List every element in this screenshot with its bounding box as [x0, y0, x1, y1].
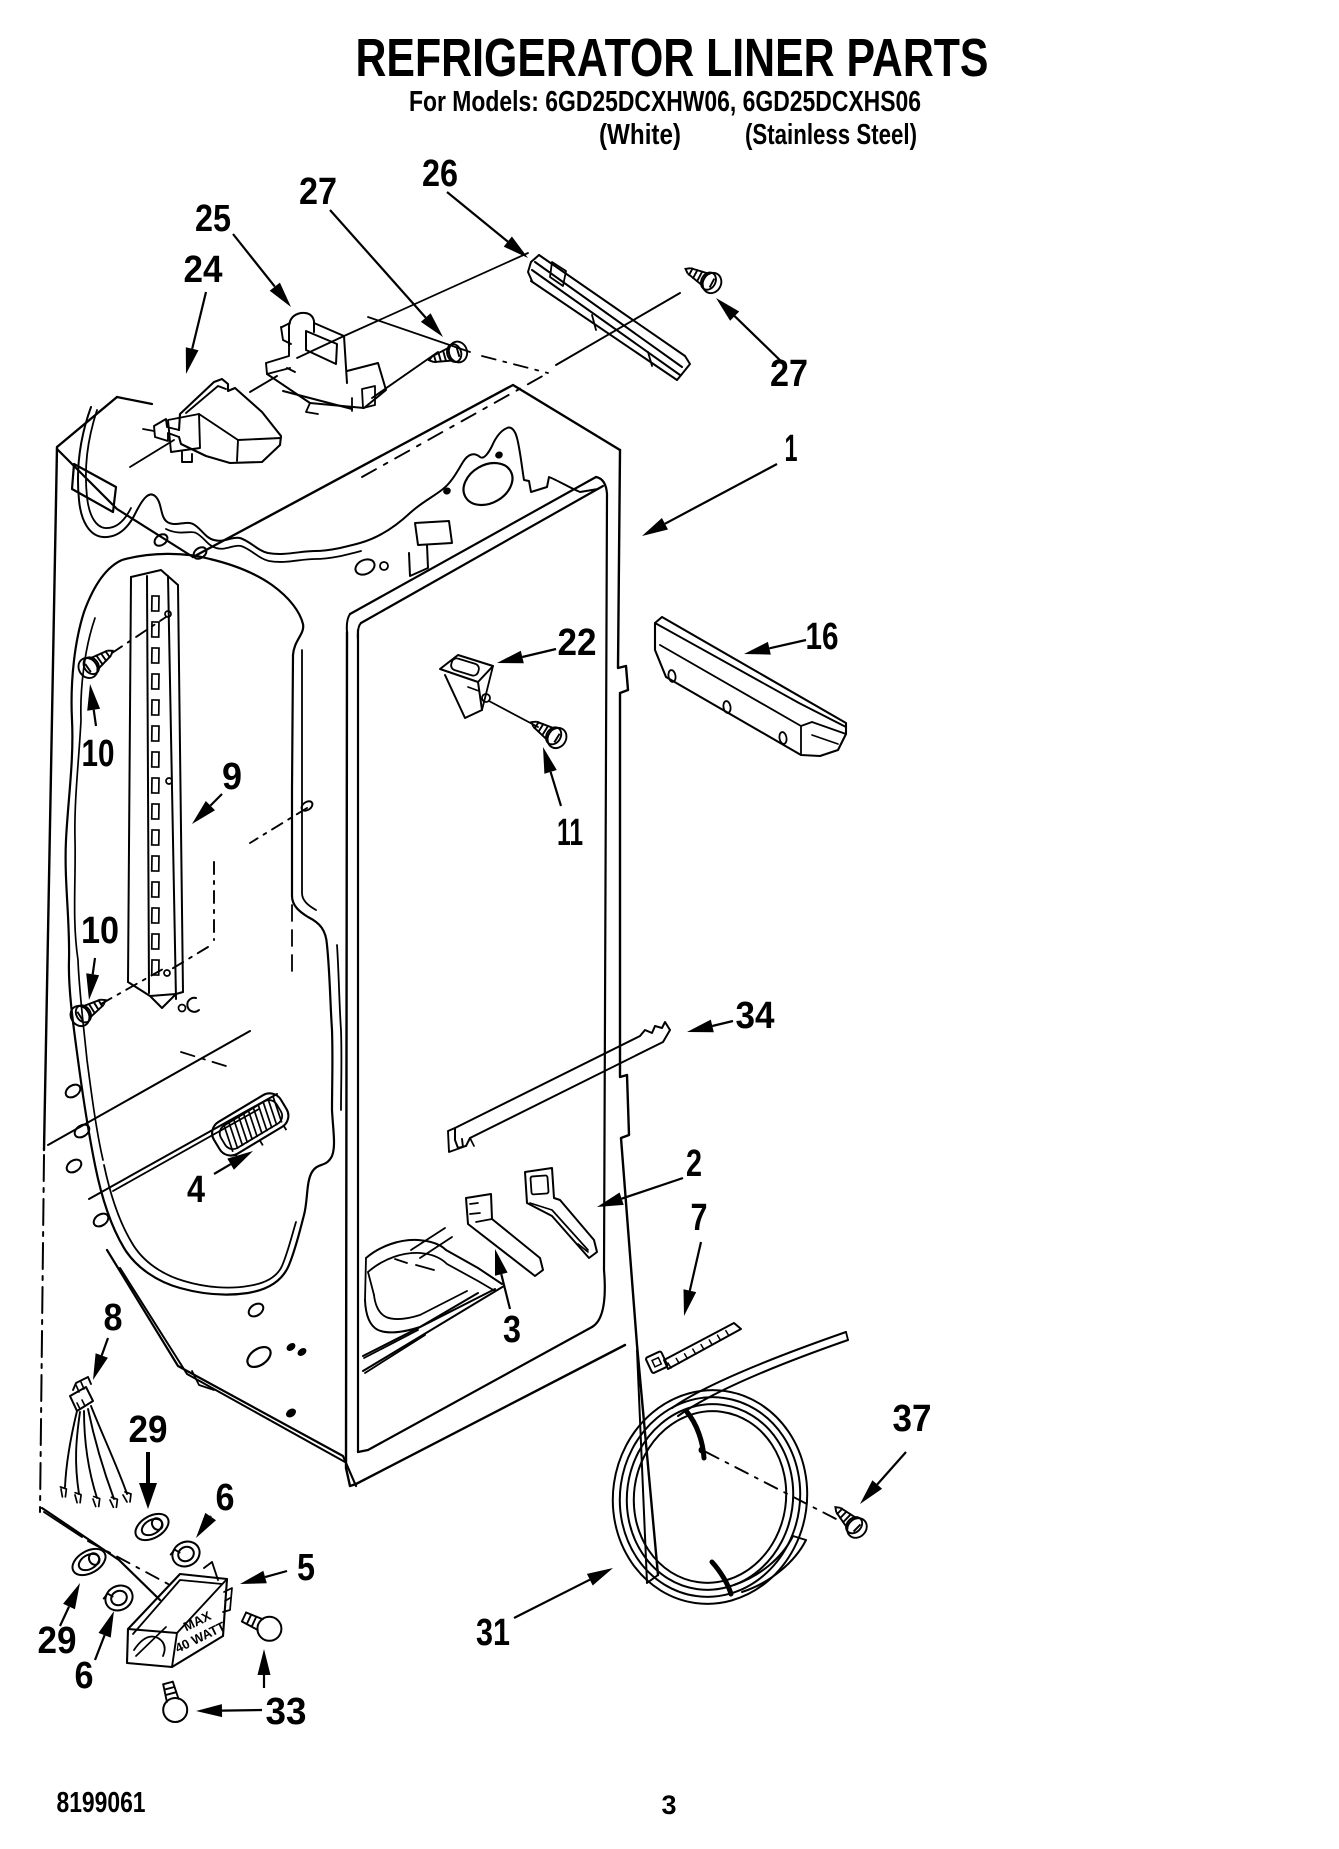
svg-text:8199061: 8199061: [57, 1787, 146, 1819]
svg-text:1: 1: [785, 428, 798, 470]
svg-text:11: 11: [557, 812, 583, 854]
svg-text:9: 9: [222, 756, 242, 798]
svg-text:8: 8: [104, 1297, 123, 1339]
svg-text:16: 16: [806, 616, 839, 658]
svg-text:(Stainless Steel): (Stainless Steel): [745, 119, 917, 151]
svg-text:29: 29: [38, 1620, 77, 1662]
svg-text:10: 10: [81, 910, 119, 952]
svg-text:29: 29: [129, 1409, 168, 1451]
svg-text:34: 34: [736, 995, 775, 1037]
svg-text:26: 26: [422, 153, 458, 195]
svg-text:22: 22: [558, 622, 597, 664]
svg-text:33: 33: [266, 1691, 307, 1733]
svg-text:6: 6: [216, 1477, 235, 1519]
svg-text:25: 25: [195, 198, 231, 240]
svg-text:3: 3: [503, 1309, 521, 1351]
svg-text:27: 27: [770, 353, 808, 395]
svg-text:27: 27: [299, 171, 337, 213]
svg-text:24: 24: [184, 249, 223, 291]
svg-text:REFRIGERATOR LINER PARTS: REFRIGERATOR LINER PARTS: [356, 28, 989, 88]
svg-text:5: 5: [297, 1547, 315, 1589]
svg-text:2: 2: [686, 1143, 702, 1185]
svg-text:6: 6: [75, 1655, 94, 1697]
svg-text:3: 3: [661, 1790, 676, 1820]
svg-text:7: 7: [691, 1197, 708, 1239]
svg-text:For Models: 6GD25DCXHW06, 6GD2: For Models: 6GD25DCXHW06, 6GD25DCXHS06: [409, 86, 921, 118]
svg-text:4: 4: [187, 1169, 205, 1211]
svg-text:37: 37: [893, 1398, 932, 1440]
svg-text:(White): (White): [599, 119, 681, 151]
svg-text:31: 31: [476, 1612, 510, 1654]
svg-text:10: 10: [82, 733, 115, 775]
